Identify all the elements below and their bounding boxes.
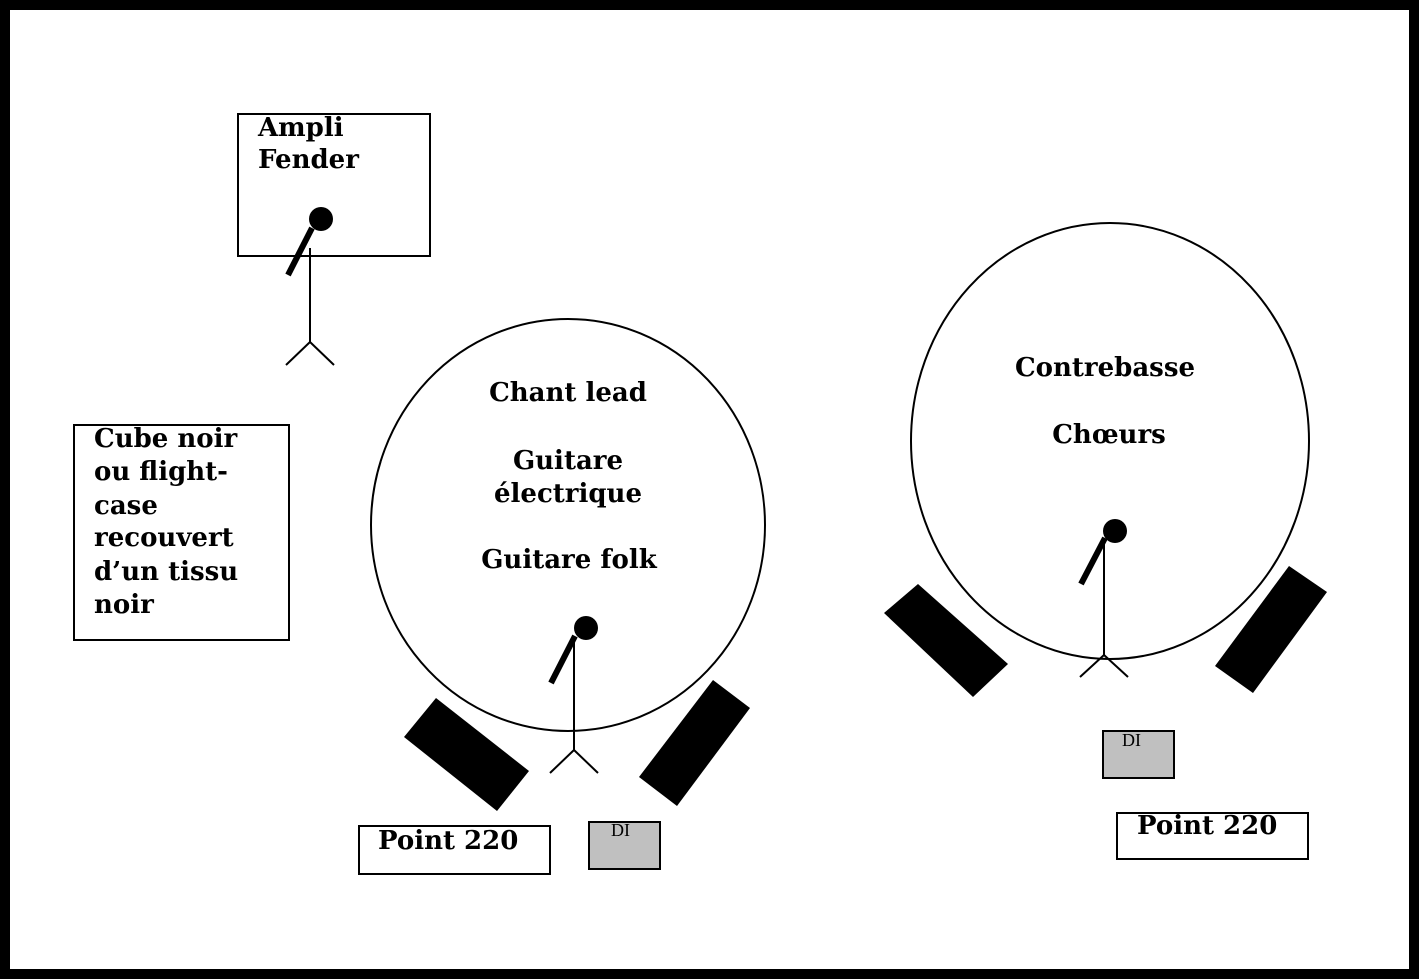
- cube-label-line3: case: [94, 491, 158, 521]
- microphone-stand-icon: [548, 616, 599, 774]
- stage-monitor-wedge-icon: [884, 584, 1008, 697]
- circle-left-label-line2a: Guitare: [512, 446, 624, 476]
- position-circle-left: [370, 318, 766, 732]
- cube-label-line1: Cube noir: [94, 424, 238, 454]
- cube-label-line6: noir: [94, 590, 154, 620]
- black-cube-box: [73, 424, 290, 641]
- amp-label-line1: Ampli: [258, 113, 344, 143]
- di-box-left: [588, 821, 661, 870]
- circle-left-label-line3: Guitare folk: [481, 545, 657, 575]
- circle-right-label-line2: Chœurs: [1052, 420, 1166, 450]
- amp-label-line2: Fender: [258, 145, 359, 175]
- stage-monitor-wedge-icon: [1215, 566, 1327, 693]
- power-outlet-box-left: [358, 825, 551, 875]
- di-label-left: DI: [611, 820, 630, 840]
- microphone-stand-icon: [285, 207, 335, 366]
- microphone-stand-icon: [1078, 519, 1129, 678]
- power-outlet-label-left: Point 220: [378, 826, 519, 856]
- di-box-right: [1102, 730, 1175, 779]
- cube-label-line5: d’un tissu: [94, 557, 239, 587]
- circle-right-label-line1: Contrebasse: [1014, 353, 1196, 383]
- circle-left-label-line1: Chant lead: [489, 378, 647, 408]
- stage-monitor-wedge-icon: [639, 680, 750, 806]
- stage-monitor-wedge-icon: [404, 698, 529, 811]
- di-label-right: DI: [1122, 730, 1141, 750]
- power-outlet-box-right: [1116, 812, 1309, 860]
- position-circle-right: [910, 222, 1310, 660]
- power-outlet-label-right: Point 220: [1137, 811, 1278, 841]
- cube-label-line2: ou flight-: [94, 457, 228, 487]
- cube-label-line4: recouvert: [94, 523, 234, 553]
- circle-left-label-line2b: électrique: [493, 479, 642, 509]
- amp-fender-box: [237, 113, 431, 257]
